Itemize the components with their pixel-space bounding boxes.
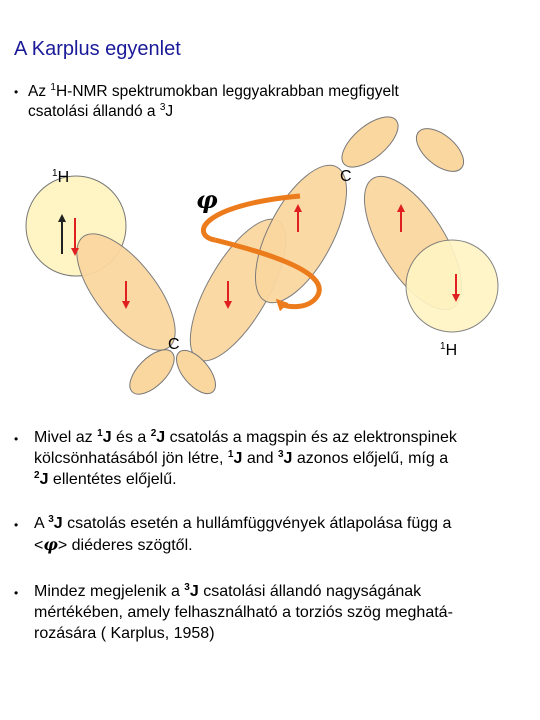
bullet-dot: •	[14, 432, 19, 446]
bullet-1-text: Az 1H-NMR spektrumokban leggyakrabban me…	[14, 82, 524, 122]
text-run: csatolási állandó nagyságának	[198, 583, 422, 600]
superscript: 2	[34, 470, 40, 481]
text-run: > diéderes szögtől.	[57, 537, 193, 554]
rotation-arrow-front	[214, 237, 322, 312]
text-run: rozására ( Karplus, 1958)	[34, 625, 215, 642]
j-symbol: J	[39, 471, 49, 488]
bullet-2: • Mivel az 1J és a 2J csatolás a magspin…	[14, 427, 529, 490]
j-symbol: J	[102, 429, 112, 446]
h-right-orbital	[405, 239, 499, 333]
text-run: csatolás esetén a hullámfüggvények átlap…	[62, 515, 452, 532]
c-right-upper-lobe	[341, 116, 399, 168]
text-run: csatolási állandó a	[28, 103, 160, 120]
text-run: mértékében, amely felhasználható a torzi…	[34, 604, 453, 621]
c-top-label: C	[340, 168, 352, 185]
text-run: csatolás a magspin és az elektronspinek	[165, 429, 457, 446]
text-run: Mivel az	[34, 429, 98, 446]
superscript: 1	[97, 428, 103, 439]
h-left-label: 1H	[52, 168, 69, 186]
bullet-4: • Mindez megjelenik a 3J csatolási állan…	[14, 581, 529, 644]
superscript: 3	[159, 102, 166, 113]
text-run: Mindez megjelenik a	[34, 583, 185, 600]
bullet-dot: •	[14, 518, 19, 532]
text-run: <	[34, 537, 44, 554]
text-run: A	[34, 515, 49, 532]
j-symbol: J	[53, 515, 63, 532]
bullet-1: • Az 1H-NMR spektrumokban leggyakrabban …	[14, 82, 524, 122]
bullet-3-text: A 3J csatolás esetén a hullámfüggvények …	[14, 513, 529, 556]
superscript: 3	[277, 449, 284, 460]
phi-symbol: φ	[43, 535, 58, 554]
j-symbol: J	[189, 583, 199, 600]
text-run: ellentétes előjelű.	[48, 471, 177, 488]
page-title: A Karplus egyenlet	[14, 38, 181, 60]
c-right-upper-lobe-2	[415, 128, 465, 172]
c-bottom-lobe-right	[176, 349, 216, 395]
bullet-dot: •	[14, 586, 19, 600]
bullet-4-text: Mindez megjelenik a 3J csatolási állandó…	[14, 581, 529, 644]
text-run: and	[242, 450, 278, 467]
bullet-3: • A 3J csatolás esetén a hullámfüggvénye…	[14, 513, 529, 556]
rotation-arrow-back	[200, 193, 301, 243]
c-right-left-lobe	[254, 164, 348, 304]
c-bottom-lobe-left	[129, 349, 175, 395]
superscript: 1	[50, 82, 56, 93]
phi-label: φ	[196, 185, 218, 214]
h-right-label: 1H	[440, 341, 457, 359]
text-run: J	[165, 103, 174, 120]
bullet-dot: •	[14, 85, 19, 99]
superscript: 1	[227, 449, 234, 460]
j-symbol: J	[283, 450, 293, 467]
text-run: azonos előjelű, míg a	[292, 450, 449, 467]
superscript: 2	[150, 428, 157, 439]
text-run: kölcsönhatásából jön létre,	[34, 450, 228, 467]
bullet-2-text: Mivel az 1J és a 2J csatolás a magspin é…	[14, 427, 529, 490]
superscript: 3	[184, 582, 190, 593]
j-symbol: J	[233, 450, 243, 467]
superscript: 3	[48, 514, 54, 525]
c-bottom-label: C	[168, 336, 180, 353]
j-symbol: J	[156, 429, 166, 446]
text-run: Az	[28, 83, 51, 100]
text-run: és a	[111, 429, 151, 446]
text-run: H-NMR spektrumokban leggyakrabban megfig…	[55, 83, 399, 100]
